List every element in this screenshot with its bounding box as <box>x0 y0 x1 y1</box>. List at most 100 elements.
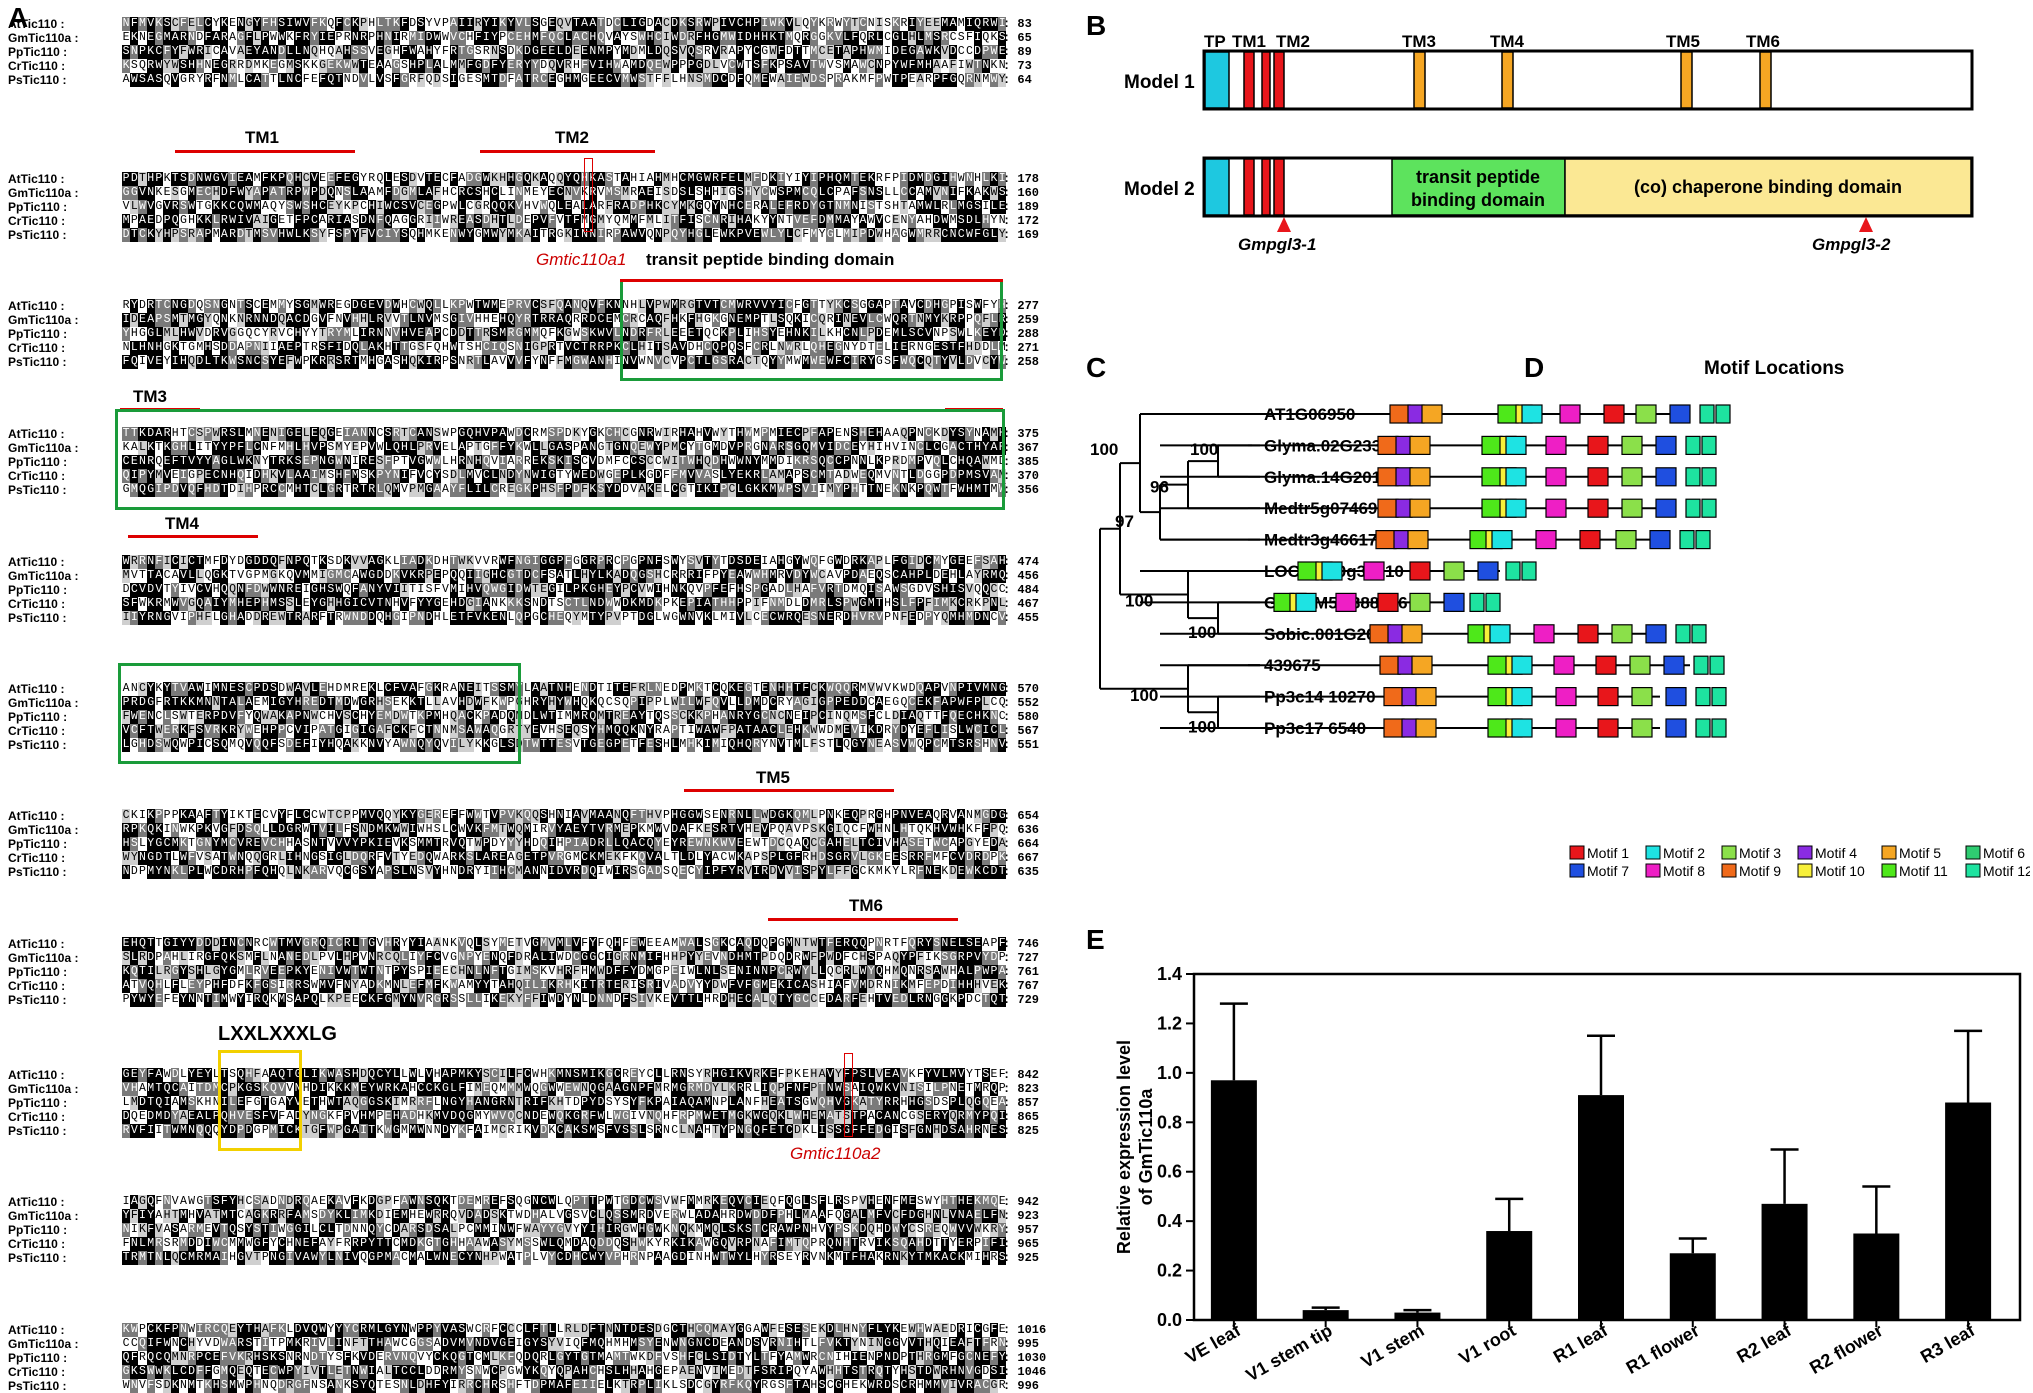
position-number: : 367 <box>1003 441 1040 455</box>
motif-11-block <box>1481 435 1503 456</box>
motif-3-block <box>1621 498 1643 518</box>
motif-1-block <box>1587 435 1609 456</box>
position-number: : 580 <box>1003 710 1040 724</box>
species-name: PsTic110 : <box>8 355 67 369</box>
panel-a-label: A <box>8 2 29 33</box>
sequence-shading: NFMVKSCFELCYKENGYFHSIWVFKQFCKPHLTKFDSYVP… <box>122 17 1007 31</box>
motif-7-block <box>1645 624 1667 644</box>
bootstrap-value: 100 <box>1188 623 1216 642</box>
legend-label: Motif 11 <box>1899 863 1948 879</box>
species-name: CrTic110 : <box>8 724 66 738</box>
alignment-row: PpTic110 :DCVDVTYIVCVHQQNFDWWNREIGHSWQFA… <box>0 583 1040 597</box>
motif-12-block <box>1675 624 1691 644</box>
panel-c-label: C <box>1086 352 1107 383</box>
panel-b-label: B <box>1086 10 1107 41</box>
sequence-shading: RVFIITWMNQQQYDPDGPMICKTGFWPGAITKWGMMWNND… <box>122 1124 1007 1138</box>
sequence-shading: SLRDPAHLIRGFQKSMFLNANEDLPVLHPVNRCQLIYFCV… <box>122 951 1006 965</box>
sequence-shading: QIPYMVEIGPECNHQIDHKVLAAIMSHFMSKPYNIFVCYS… <box>122 469 1007 483</box>
position-number: : 484 <box>1003 583 1040 597</box>
motif-8-block <box>1545 498 1567 518</box>
position-number: : 259 <box>1003 313 1040 327</box>
motif-8-block <box>1555 718 1577 738</box>
legend-label: Motif 4 <box>1815 845 1857 861</box>
motif-3-block <box>1631 718 1653 738</box>
species-name: CrTic110 : <box>8 469 66 483</box>
transit-domain-box-2 <box>115 409 1005 510</box>
motif-8-block <box>1535 530 1557 550</box>
motif-locations-title: Motif Locations <box>1704 358 1845 379</box>
legend-label: Motif 8 <box>1663 863 1705 879</box>
model1-tm5 <box>1680 51 1693 109</box>
model2-tm2a <box>1261 158 1271 216</box>
motif-9-block <box>1389 404 1411 424</box>
species-name: GmTic110a : <box>8 441 79 455</box>
alignment-row: PsTic110 :GMQGIPDVQFHDTDIHPRCCMHTCLGRTRT… <box>0 483 1040 497</box>
alignment-row: AtTic110 :WRRNFICICTMFDYDGDDQFNPQTKSDKVV… <box>0 555 1040 569</box>
sequence-shading: WYNGDTLWFVSATWNQQGRLIHNGSIGLDQRFVTYEDQWA… <box>122 851 1007 865</box>
position-number: : 64 <box>1003 73 1032 87</box>
alignment-row: PsTic110 :TRMTNLQCMRMAIHGVTPNGIVAWYLNIVQ… <box>0 1251 1040 1265</box>
tm6-domain-label: TM6 <box>1746 32 1780 51</box>
species-name: PsTic110 : <box>8 228 67 242</box>
legend-label: Motif 5 <box>1899 845 1941 861</box>
motif-2-block <box>1321 561 1343 581</box>
gmtic110a2-box <box>844 1053 853 1137</box>
motif-3-block <box>1611 624 1633 644</box>
sequence-shading: GEYFAWDLYEYLTSQHFAAQTGLIKWASHDQCYLLWLVHA… <box>122 1068 1006 1082</box>
alignment-row: PpTic110 :QFRQCQMNRPCEFVKRHSKSNRNDTYSFKV… <box>0 1351 1046 1365</box>
position-number: : 258 <box>1003 355 1040 369</box>
motif-5-block <box>1401 624 1423 644</box>
position-number: : 842 <box>1003 1068 1040 1082</box>
y-tick-label: 1.4 <box>1157 964 1182 984</box>
species-name: GmTic110a : <box>8 186 79 200</box>
x-tick-label: VE leaf <box>1182 1320 1245 1368</box>
sequence-shading: NLHNHGKTGMHSDDAPNIIAEPTRSFIDQLAKHTTGSFQH… <box>122 341 1006 355</box>
motif-12-block <box>1685 435 1701 456</box>
species-name: PsTic110 : <box>8 1251 67 1265</box>
alignment-row: GmTic110a :KALKTKGHLITYYPFLCNFMHLHVPSMYE… <box>0 441 1040 455</box>
bootstrap-value: 97 <box>1115 512 1134 531</box>
alignment-row: PpTic110 :HSLYGCMKTGNYMCVREVCHHASNTVVVYP… <box>0 837 1040 851</box>
motif-12-block <box>1701 498 1717 518</box>
motif-1-block <box>1577 624 1599 644</box>
sequence-shading: SNPKCFYFWRICAVAEYANDLLNQHQAHSSVEGHFWAHYF… <box>122 45 1007 59</box>
motif-12-block <box>1505 561 1521 581</box>
motif-2-block <box>1295 592 1317 612</box>
position-number: : 73 <box>1003 59 1032 73</box>
species-name: PsTic110 : <box>8 483 67 497</box>
sequence-shading: SFWKRMWVGQAIYMHEPHMSSLEYGHHGICVTNHVFYYGE… <box>122 597 1007 611</box>
species-name: AtTic110 : <box>8 555 65 569</box>
species-name: PpTic110 : <box>8 837 68 851</box>
x-tick-label: V1 stem tip <box>1243 1320 1336 1385</box>
alignment-row: PpTic110 :NIKFVASARMEVTQSYSTIWGGILCLTDNN… <box>0 1223 1040 1237</box>
motif-8-block <box>1545 467 1567 487</box>
motif-8-block <box>1559 404 1581 424</box>
species-name: PsTic110 : <box>8 1379 67 1393</box>
alignment-row: PsTic110 :NDPMYNKLPLWCDRHPFQHQLNKARVQCGS… <box>0 865 1040 879</box>
motif-11-block <box>1481 498 1503 518</box>
model1-tm6 <box>1759 51 1772 109</box>
motif-12-block <box>1695 530 1711 550</box>
panel-e-label: E <box>1086 924 1105 955</box>
model1-label: Model 1 <box>1124 72 1195 93</box>
tm6-label: TM6 <box>849 896 883 915</box>
motif-12-block <box>1685 498 1701 518</box>
tm5-bar <box>684 789 894 792</box>
sequence-shading: PRDGFRTKKMNNTALAEMIGYHREDTMDWGRHSEKKTLLA… <box>122 696 1006 710</box>
position-number: : 923 <box>1003 1209 1040 1223</box>
position-number: : 189 <box>1003 200 1040 214</box>
alignment-row: AtTic110 :NFMVKSCFELCYKENGYFHSIWVFKQFCKP… <box>0 17 1040 31</box>
species-name: AtTic110 : <box>8 427 65 441</box>
position-number: : 1030 <box>1003 1351 1047 1365</box>
bar <box>1853 1233 1900 1320</box>
alignment-row: CrTic110 :FNLMRSRMDDIWCMMWGFYCHNEFAYFRRP… <box>0 1237 1040 1251</box>
motif-9-block <box>1379 655 1401 675</box>
species-name: GmTic110a : <box>8 1082 79 1096</box>
tm1-domain-label: TM1 <box>1232 32 1266 51</box>
position-number: : 925 <box>1003 1251 1040 1265</box>
species-name: AtTic110 : <box>8 172 65 186</box>
motif-5-block <box>1415 687 1437 707</box>
transit-domain-box-1 <box>620 279 1003 381</box>
position-number: : 865 <box>1003 1110 1040 1124</box>
